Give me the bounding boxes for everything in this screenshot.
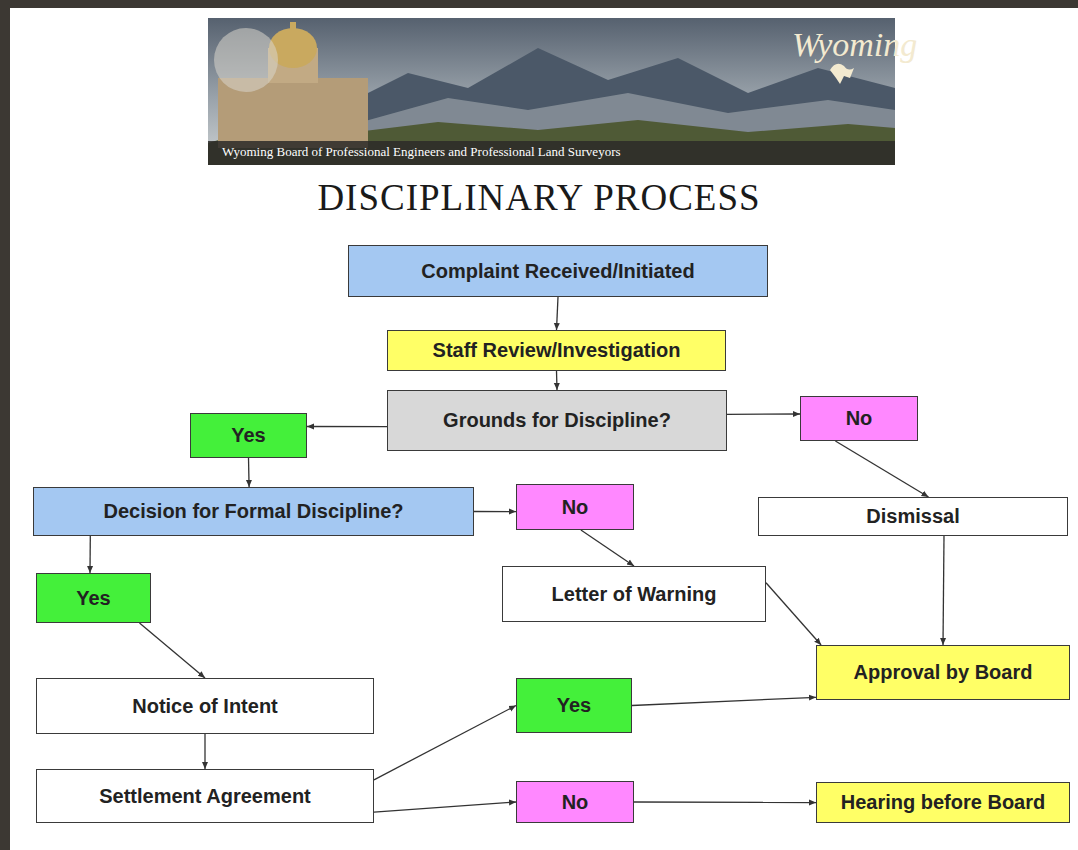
node-label: Settlement Agreement [99,785,311,808]
node-label: Approval by Board [854,661,1033,684]
state-seal [214,28,278,92]
yes-box: Yes [516,678,632,733]
flow-arrow [766,583,821,645]
node-label: No [562,496,589,519]
banner-caption: Wyoming Board of Professional Engineers … [222,144,621,160]
process-box: Staff Review/Investigation [387,330,726,371]
bucking-horse-logo [830,64,854,84]
flow-arrow [557,297,559,330]
outcome-box: Letter of Warning [502,566,766,622]
node-label: No [562,791,589,814]
flow-arrow [556,371,558,390]
node-label: Yes [557,694,591,717]
banner-band [208,141,895,165]
process-box: Settlement Agreement [36,769,374,823]
flow-arrow [140,623,206,678]
flow-arrow [89,536,91,573]
no-box: No [516,781,634,823]
diagram-title: DISCIPLINARY PROCESS [0,176,1078,219]
flow-arrow [634,801,816,803]
flow-arrow [374,706,516,780]
decision-box: Grounds for Discipline? [387,390,727,451]
flow-arrow [374,802,516,812]
node-label: Yes [231,424,265,447]
node-label: Hearing before Board [841,791,1045,814]
node-label: No [846,407,873,430]
no-box: No [516,484,634,530]
sky [208,18,895,165]
flow-arrow [474,511,516,512]
node-label: Grounds for Discipline? [443,409,671,432]
yes-box: Yes [36,573,151,623]
node-label: Dismissal [866,505,959,528]
node-label: Letter of Warning [552,583,717,606]
outcome-box: Dismissal [758,497,1068,536]
flow-arrow [943,536,944,645]
flow-arrow [835,441,928,497]
flow-arrow [632,697,816,705]
node-label: Decision for Formal Discipline? [103,500,403,523]
board-box: Hearing before Board [816,782,1070,823]
process-box: Notice of Intent [36,678,374,734]
board-box: Approval by Board [816,645,1070,700]
node-label: Staff Review/Investigation [433,339,681,362]
node-label: Complaint Received/Initiated [421,260,694,283]
flow-arrow [248,458,250,487]
decision-box: Decision for Formal Discipline? [33,487,474,536]
no-box: No [800,396,918,441]
capitol-lantern [290,22,296,32]
flow-arrow [204,734,205,769]
flow-arrow [307,426,387,427]
node-label: Notice of Intent [132,695,278,718]
flow-arrow [727,413,800,415]
banner-photo [208,18,895,165]
node-label: Yes [76,587,110,610]
yes-box: Yes [190,413,307,458]
flow-arrow [581,530,634,566]
banner-script-title: Wyoming [792,26,917,64]
process-box: Complaint Received/Initiated [348,245,768,297]
